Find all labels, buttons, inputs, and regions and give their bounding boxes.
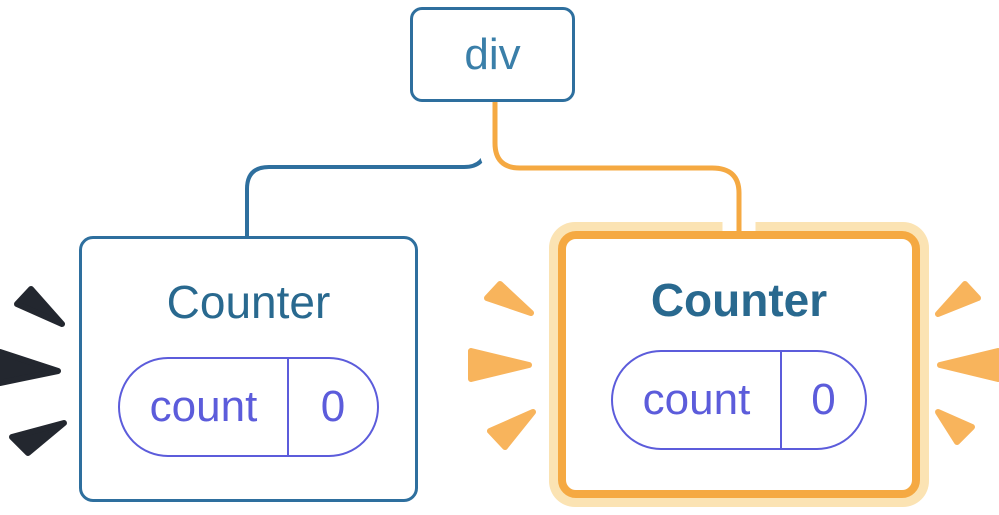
counter-title: Counter — [166, 276, 331, 328]
counter-title: Counter — [650, 274, 828, 326]
state-pill: count 0 — [118, 357, 379, 458]
burst-icon — [0, 349, 61, 386]
burst-icon — [14, 286, 65, 327]
state-pill: count 0 — [611, 350, 867, 451]
burst-icon — [484, 281, 534, 316]
state-key: count — [642, 375, 751, 425]
burst-icon — [468, 348, 532, 382]
state-value: 0 — [287, 359, 377, 456]
edge-div-to-right-counter-casing — [478, 90, 756, 231]
counter-card: Counter count 0 — [79, 236, 418, 502]
burst-icon — [9, 420, 67, 456]
counter-card-highlighted-inner: Counter count 0 — [558, 231, 920, 498]
burst-icon — [937, 348, 999, 382]
burst-icon — [935, 281, 981, 317]
div-node-label: div — [464, 29, 521, 79]
burst-icon — [487, 409, 536, 450]
burst-icon — [935, 409, 975, 445]
edge-div-to-left-counter — [245, 92, 488, 240]
counter-card-highlighted: Counter count 0 — [549, 222, 929, 507]
div-node: div — [410, 7, 575, 102]
state-key: count — [149, 382, 258, 432]
state-value: 0 — [780, 352, 865, 449]
edge-div-to-right-counter — [492, 90, 742, 236]
